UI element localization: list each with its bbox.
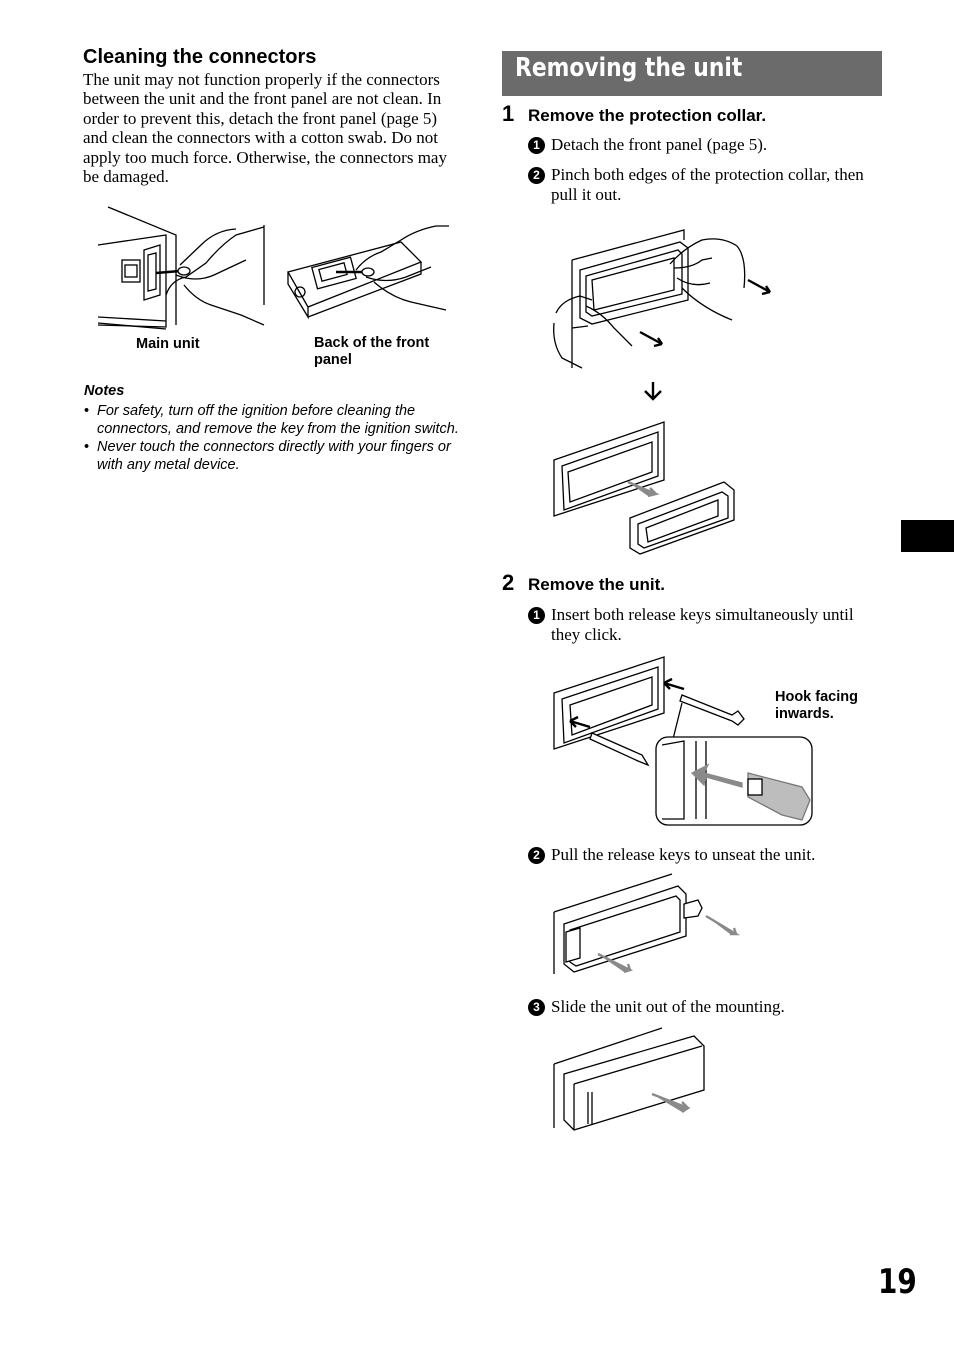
pinch-collar-illustration [553, 229, 771, 369]
insert-release-keys-illustration [553, 656, 813, 826]
caption-back-front-panel: Back of the front panel [314, 335, 430, 368]
hook-facing-label: Hook facing inwards. [775, 689, 858, 722]
substep-text: Detach the front panel (page 5). [551, 135, 768, 154]
caption-main-unit: Main unit [136, 336, 200, 352]
page-number: 19 [878, 1262, 917, 1302]
main-unit-cleaning-illustration [97, 206, 265, 330]
notes-list: For safety, turn off the ignition before… [84, 402, 469, 474]
step-1-title: Remove the protection collar. [528, 106, 767, 125]
collar-removed-illustration [553, 421, 735, 555]
step-1-substep-2: 2 Pinch both edges of the protection col… [528, 165, 878, 205]
cleaning-paragraph: The unit may not function properly if th… [83, 70, 447, 187]
substep-text: Pull the release keys to unseat the unit… [551, 845, 816, 864]
substep-text: Insert both release keys simultaneously … [551, 605, 854, 644]
step-2-substep-3: 3 Slide the unit out of the mounting. [528, 997, 878, 1017]
step-2-substep-1: 1 Insert both release keys simultaneousl… [528, 605, 878, 645]
step-1-substep-1: 1 Detach the front panel (page 5). [528, 135, 878, 155]
substep-marker: 2 [528, 167, 545, 184]
substep-text: Pinch both edges of the protection colla… [551, 165, 864, 204]
section-tab-marker [901, 520, 954, 552]
note-item: Never touch the connectors directly with… [84, 438, 469, 474]
pull-release-keys-illustration [553, 873, 741, 974]
slide-unit-out-illustration [553, 1027, 705, 1131]
arrow-down-icon [644, 382, 662, 401]
substep-marker: 3 [528, 999, 545, 1016]
section-banner [502, 51, 882, 96]
substep-text: Slide the unit out of the mounting. [551, 997, 785, 1016]
step-2-title: Remove the unit. [528, 575, 665, 594]
step-1-number: 1 [502, 101, 515, 126]
section-heading-cleaning: Cleaning the connectors [83, 46, 317, 68]
note-item: For safety, turn off the ignition before… [84, 402, 469, 438]
substep-marker: 1 [528, 137, 545, 154]
notes-title: Notes [84, 383, 125, 399]
step-2-number: 2 [502, 570, 515, 595]
section-banner-title: Removing the unit [515, 53, 743, 83]
substep-marker: 2 [528, 847, 545, 864]
front-panel-back-cleaning-illustration [287, 225, 449, 320]
substep-marker: 1 [528, 607, 545, 624]
step-2-substep-2: 2 Pull the release keys to unseat the un… [528, 845, 878, 865]
